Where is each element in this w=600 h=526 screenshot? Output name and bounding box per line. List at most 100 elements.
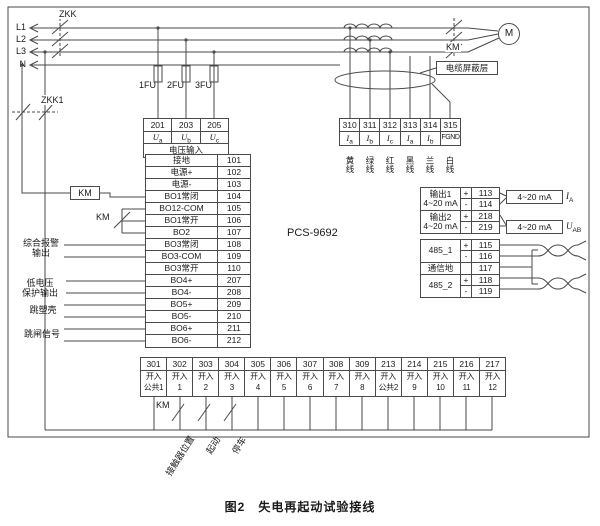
output-name: 输出2 (429, 211, 452, 222)
voltage-symbol: Ub (172, 132, 201, 145)
motor-circle (498, 23, 520, 45)
terminal-row: BO6-212 (146, 335, 250, 347)
km-coil-wire (100, 192, 145, 198)
pin-number: 113 (478, 188, 493, 198)
km-aux-label: KM (95, 212, 111, 223)
zkk-label: ZKK (58, 9, 78, 20)
binary-input-drops (153, 396, 493, 430)
terminal-number: 217 (480, 358, 506, 371)
voltage-symbol: Ua (144, 132, 173, 145)
current-symbol: Ib (360, 132, 381, 146)
terminal-number: 103 (226, 179, 242, 189)
fuse-2fu (181, 65, 191, 83)
terminal-label: BO5+ (146, 299, 218, 310)
cable-coil-l3 (343, 47, 393, 53)
twisted-pair-1 (537, 240, 587, 261)
symbol-base: I (386, 133, 390, 143)
terminal-label: BO12-COM (146, 203, 218, 214)
terminal-row: BO1常开 106 (146, 215, 250, 227)
pin-number: 115 (478, 240, 493, 250)
symbol-base: U (181, 132, 188, 142)
symbol-subscript: AB (572, 226, 582, 234)
lv-line2: 保护输出 (21, 288, 58, 299)
terminal-row: BO3常开 110 (146, 263, 250, 275)
rs485-2-group: 485_2 +118 -119 (421, 275, 499, 297)
lv-protect-wires (66, 280, 145, 294)
terminal-number: 311 (360, 119, 381, 132)
terminal-number: 312 (380, 119, 401, 132)
pin-sign (461, 263, 472, 274)
terminal-number: 105 (226, 203, 242, 213)
fuse-3fu (209, 65, 219, 83)
symbol-subscript: a (409, 138, 414, 146)
terminal-label: BO1常开 (146, 215, 218, 226)
output2-group: 输出2 4~20 mA +218 -219 (421, 211, 499, 233)
wire-color-label: 绿线 (365, 155, 375, 173)
fuse-label-2fu: 2FU (167, 80, 185, 90)
lv-line1: 低电压 (26, 278, 54, 288)
trip-case-wires (64, 304, 145, 318)
symbol-base: I (427, 133, 430, 143)
supply-lines (30, 27, 468, 66)
terminal-number: 211 (227, 323, 241, 333)
pin-sign: + (461, 275, 472, 285)
rs485-2-label: 485_2 (421, 275, 461, 297)
terminal-label: 接地 (146, 155, 218, 166)
fuse-label-3fu: 3FU (195, 80, 213, 90)
symbol-subscript: b (369, 138, 373, 146)
terminal-label: 电源+ (146, 167, 218, 178)
output-name: 输出1 (429, 188, 452, 199)
alarm-wires (64, 244, 145, 258)
phase-label-l2: L2 (15, 34, 26, 44)
phase-label-l1: L1 (15, 22, 26, 32)
km-aux-wires (121, 208, 145, 234)
terminal-number: 216 (453, 358, 480, 371)
terminal-number: 308 (323, 358, 349, 371)
comm-ground-group: 通信地 117 (421, 263, 499, 275)
pin-number: 114 (478, 199, 493, 209)
comm-ground-label: 通信地 (421, 263, 461, 274)
terminal-label: BO3常开 (146, 263, 218, 274)
output1-leads (499, 192, 507, 205)
terminal-number: 210 (226, 311, 242, 321)
terminal-number: 214 (401, 358, 427, 371)
terminal-number: 212 (226, 335, 242, 345)
trip-signal-label: 跳闸信号 (23, 329, 60, 339)
terminal-row: BO6+211 (146, 323, 250, 335)
output-range: 4~20 mA (423, 221, 458, 231)
terminal-row: BO5-210 (146, 311, 250, 323)
alarm-line2: 输出 (31, 248, 50, 259)
pin-sign: - (461, 222, 472, 233)
terminal-number: 106 (226, 215, 242, 225)
terminal-number: 209 (226, 299, 242, 309)
wire-color-label: 白线 (445, 155, 455, 173)
trip-signal-wires (64, 328, 145, 342)
terminal-number: 207 (226, 275, 242, 285)
terminal-row: BO4+ 207 (146, 275, 250, 287)
terminal-label: BO4+ (146, 275, 218, 286)
terminal-number: 110 (227, 263, 241, 273)
symbol-subscript: b (429, 138, 434, 146)
terminal-number: 313 (400, 119, 421, 132)
terminal-label: 开入公共2 (378, 372, 399, 392)
km-bottom-label: KM (155, 400, 171, 411)
terminal-number: 302 (167, 358, 193, 371)
twisted-pair-2 (537, 273, 587, 294)
terminal-label: BO2 (146, 227, 218, 238)
terminal-number: 201 (144, 119, 173, 132)
terminal-row: 电源-103 (146, 179, 250, 191)
